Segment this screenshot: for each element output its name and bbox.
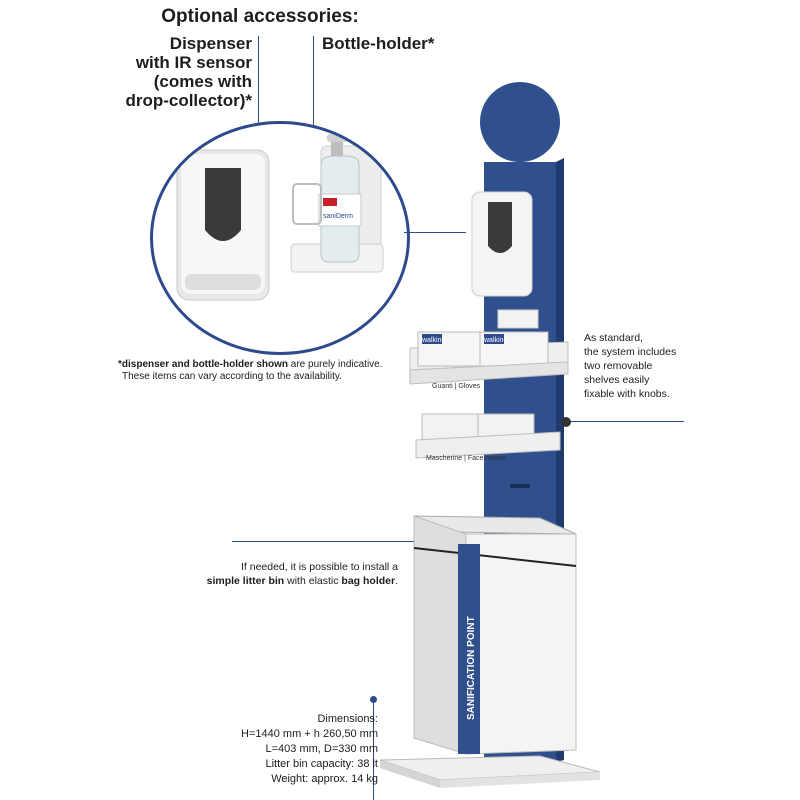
dimensions-dot (370, 696, 377, 703)
litter-bin-note: If needed, it is possible to install a s… (206, 561, 398, 587)
gloves-shelf: walking walking Guanti | Gloves (409, 331, 569, 390)
bin-callout-line (232, 541, 414, 542)
base-tray (380, 755, 600, 781)
accessories-circle: saniDerm (150, 121, 410, 355)
gloves-box-label: Guanti | Gloves (432, 383, 481, 390)
mounted-dispenser (471, 191, 533, 297)
bin-band-text: SANIFICATION POINT (466, 616, 477, 720)
dimensions-line (373, 700, 374, 800)
bottle-callout-line (313, 36, 314, 134)
dispenser-callout-line (258, 36, 259, 128)
shelf-knob (561, 417, 571, 427)
bottle-label-text: saniDerm (323, 213, 353, 220)
shelves-callout-line (566, 421, 684, 422)
dimensions-block: Dimensions: H=1440 mm + h 260,50 mm L=40… (241, 713, 378, 785)
standard-shelves-note: As standard, the system includes two rem… (584, 332, 677, 400)
disclaimer-note: *dispenser and bottle-holder shown are p… (118, 359, 383, 382)
bottle-holder-label: Bottle-holder* (322, 34, 435, 53)
sanification-stand-image: walking walking Guanti | Gloves Mascheri… (380, 82, 600, 788)
masks-box-label: Mascherine | Face masks (426, 455, 506, 462)
litter-bin: SANIFICATION POINT (413, 515, 577, 755)
ir-dispenser-image (176, 149, 270, 301)
dispenser-label: Dispenser with IR sensor (comes with dro… (125, 34, 252, 110)
stand-round-top (480, 82, 560, 162)
page-title: Optional accessories: (161, 6, 359, 27)
masks-shelf: Mascherine | Face masks (415, 413, 571, 462)
drop-collector (497, 309, 539, 329)
bottle-holder-image: saniDerm (290, 134, 384, 273)
circle-connector-line (404, 232, 466, 233)
gloves-brand-1: walking (421, 337, 445, 344)
gloves-brand-2: walking (483, 337, 507, 344)
